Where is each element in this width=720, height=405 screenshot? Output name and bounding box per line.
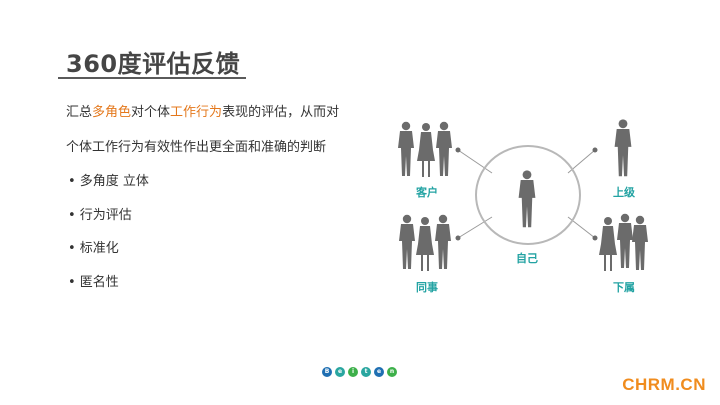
logo-dot: B <box>322 367 332 377</box>
bullet-item: • 多角度 立体 <box>68 174 149 189</box>
logo-dot: e <box>374 367 384 377</box>
label-subordinates: 下属 <box>613 281 635 294</box>
superior-person-icon <box>614 119 632 177</box>
footer-logo: B e i t e n <box>322 367 397 377</box>
text-prefix: 汇总 <box>66 105 93 120</box>
label-self: 自己 <box>516 252 538 265</box>
subordinates-group-icon <box>599 213 648 271</box>
logo-dot: n <box>387 367 397 377</box>
diagram-graphics <box>398 119 648 271</box>
bullet-item: • 行为评估 <box>68 208 132 223</box>
paragraph-line-2: 个体工作行为有效性作出更全面和准确的判断 <box>66 140 327 155</box>
paragraph-line-1: 汇总多角色对个体工作行为表现的评估，从而对 <box>66 101 339 120</box>
text-suffix: 表现的评估，从而对 <box>222 105 340 120</box>
logo-dot: t <box>361 367 371 377</box>
slide-title: 360度评估反馈 <box>66 50 241 78</box>
logo-dot: e <box>335 367 345 377</box>
label-colleagues: 同事 <box>416 281 438 294</box>
highlight-behavior: 工作行为 <box>170 105 223 120</box>
center-circle <box>475 145 581 245</box>
text-mid: 对个体 <box>131 105 171 120</box>
highlight-roles: 多角色 <box>92 105 132 120</box>
logo-dot: i <box>348 367 358 377</box>
label-customers: 客户 <box>416 186 438 199</box>
bullet-item: • 标准化 <box>68 241 119 256</box>
self-person-icon <box>518 170 536 228</box>
bullet-item: • 匿名性 <box>68 275 119 290</box>
feedback-diagram: 客户 上级 自己 同事 下属 <box>380 105 680 305</box>
title-underline <box>58 77 246 79</box>
label-superior: 上级 <box>613 186 635 199</box>
watermark: CHRM.CN <box>622 375 706 394</box>
colleagues-group-icon <box>399 214 451 271</box>
customers-group-icon <box>398 121 452 177</box>
